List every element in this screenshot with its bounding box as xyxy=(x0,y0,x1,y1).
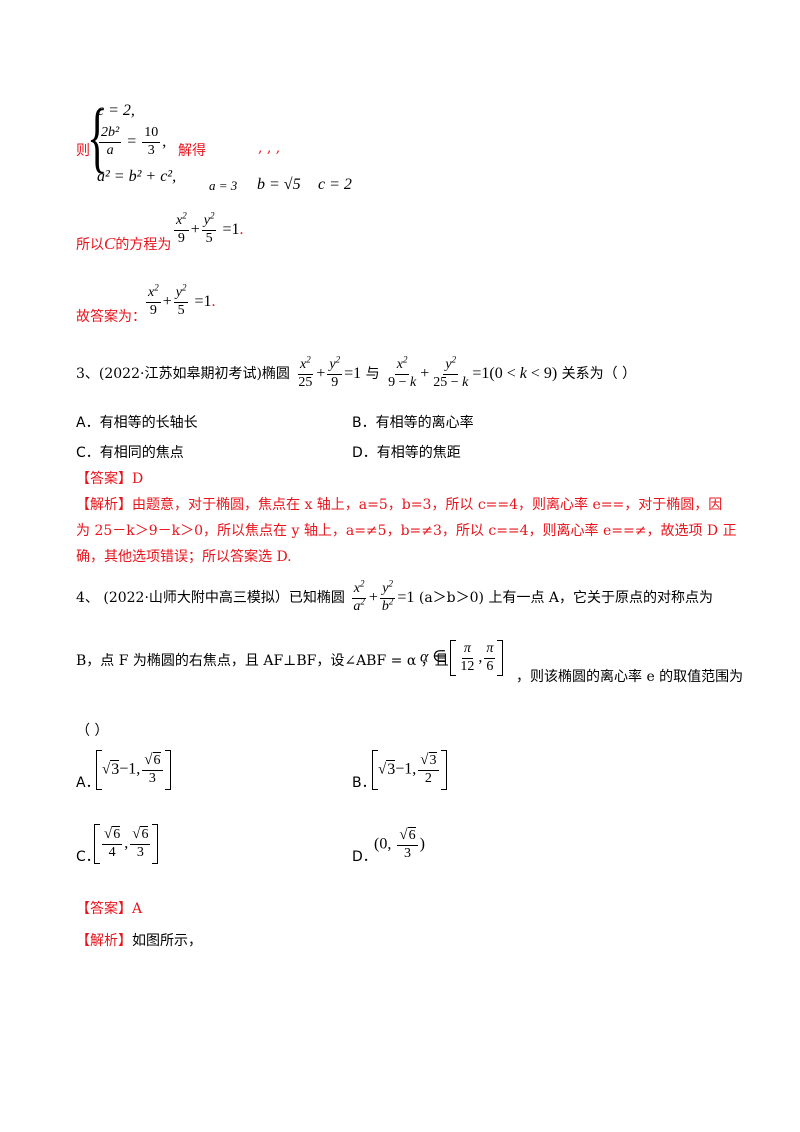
q4-analysis: 【解析】如图所示， xyxy=(76,933,202,949)
q3-analysis-1: 【解析】由题意，对于椭圆，焦点在 x 轴上，a=5，b=3，所以 c==4，则离… xyxy=(76,497,723,513)
q4-stem-line2-post: ，则该椭圆的离心率 e 的取值范围为 xyxy=(516,669,744,685)
left-brace: { xyxy=(87,93,108,180)
q3-answer: 【答案】D xyxy=(76,471,144,487)
q3-option-c[interactable]: C．有相同的焦点 xyxy=(76,445,184,461)
q4-stem-line2: B，点 F 为椭圆的右焦点，且 AF⊥BF，设∠ABF = α ，且 xyxy=(76,653,449,669)
q4-option-c-label[interactable]: C． xyxy=(76,849,100,865)
solution-c: c = 2 xyxy=(318,176,352,193)
suoyi-line: 所以C的方程为 xyxy=(76,234,172,253)
system-eq-1: c = 2, xyxy=(97,102,135,119)
q3-option-a[interactable]: A．有相等的长轴长 xyxy=(76,415,198,431)
q4-paren: （ ） xyxy=(76,723,109,739)
solution-b: b = √5 xyxy=(257,176,301,193)
q3-option-d[interactable]: D．有相等的焦距 xyxy=(352,445,461,461)
ze-label: 则 xyxy=(76,143,90,159)
q4-option-a-label[interactable]: A． xyxy=(76,775,100,791)
q3-option-b[interactable]: B．有相等的离心率 xyxy=(352,415,474,431)
guda-label: 故答案为： xyxy=(76,309,146,325)
q4-option-b-label[interactable]: B． xyxy=(352,775,376,791)
solution-a: a = 3 xyxy=(209,178,238,193)
q3-analysis-2: 为 25－k＞9－k＞0，所以焦点在 y 轴上，a=≠5，b=≠3，所以 c==… xyxy=(76,523,737,539)
q4-answer: 【答案】A xyxy=(76,901,143,917)
commas: , , , xyxy=(258,140,281,156)
jiede-label: 解得 xyxy=(178,143,206,159)
q4-option-d-label[interactable]: D． xyxy=(352,849,377,865)
q3-analysis-3: 确，其他选项错误；所以答案选 D. xyxy=(76,549,292,565)
system-eq-3: a² = b² + c², xyxy=(97,168,177,185)
